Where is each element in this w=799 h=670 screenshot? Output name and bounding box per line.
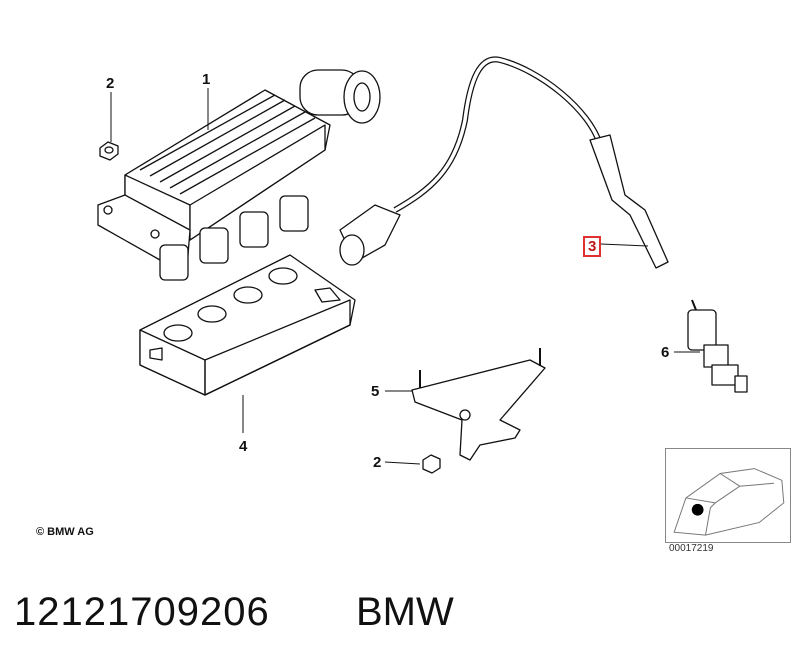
spark-plug xyxy=(687,299,748,393)
callout-4: 4 xyxy=(239,438,248,455)
nut-bottom xyxy=(422,454,441,474)
coil-cover xyxy=(139,254,356,396)
callout-1: 1 xyxy=(202,71,211,88)
leader-lines xyxy=(110,88,700,465)
callout-3: 3 xyxy=(583,236,602,257)
mounting-bracket xyxy=(411,348,546,461)
callout-2-top: 2 xyxy=(106,75,115,92)
parts-diagram xyxy=(97,56,748,474)
callout-5: 5 xyxy=(371,383,380,400)
part-number: 12121709206 xyxy=(14,590,270,634)
vehicle-location-thumbnail xyxy=(665,448,791,543)
ignition-lead xyxy=(339,56,669,269)
car-outline-icon xyxy=(673,468,785,536)
callout-6: 6 xyxy=(661,344,670,361)
callout-2-bottom: 2 xyxy=(373,454,382,471)
reference-code: 00017219 xyxy=(669,543,714,554)
nut-top xyxy=(99,141,119,161)
brand-name: BMW xyxy=(356,590,454,634)
ignition-coil xyxy=(97,69,381,281)
copyright-text: © BMW AG xyxy=(36,526,94,538)
